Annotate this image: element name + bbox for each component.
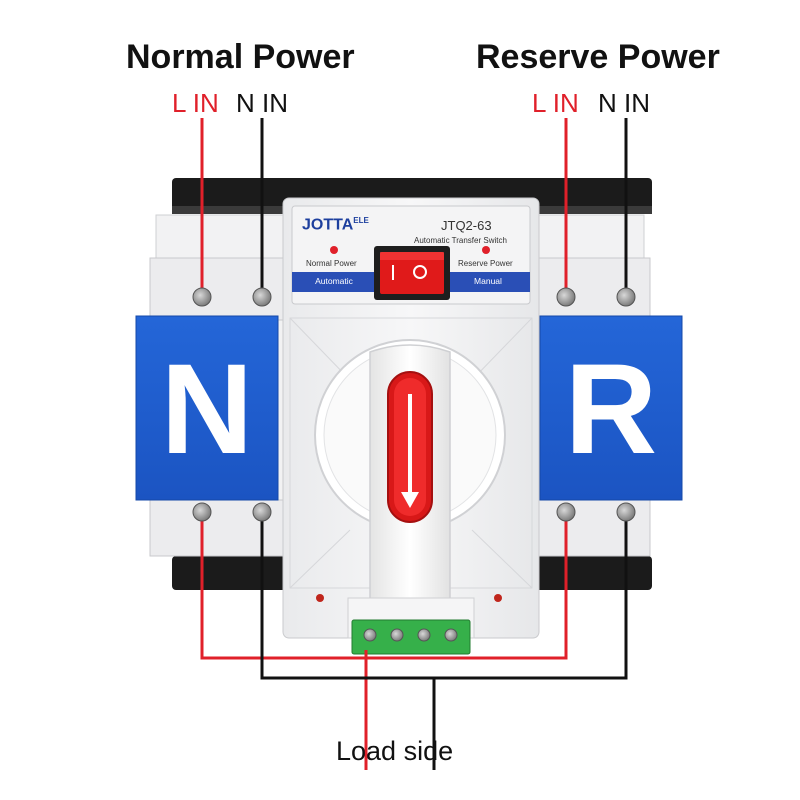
load-terminal-block — [347, 597, 475, 655]
status-led-left-icon — [316, 594, 324, 602]
mode-manual-label: Manual — [474, 276, 502, 286]
top-screws — [192, 287, 636, 307]
indicator-normal-label: Normal Power — [306, 259, 357, 268]
normal-live-label: L IN — [172, 88, 219, 118]
load-side-label: Load side — [336, 736, 454, 766]
reserve-neutral-label: N IN — [598, 88, 650, 118]
reserve-power-title: Reserve Power — [476, 38, 720, 76]
normal-power-title: Normal Power — [126, 38, 355, 76]
normal-power-led-icon — [330, 246, 338, 254]
wire-live-bus — [200, 512, 568, 660]
r-plate-background — [539, 315, 683, 501]
wire-neutral-bus — [260, 512, 628, 680]
r-plate-letter: R — [564, 338, 658, 481]
model-number: JTQ2-63 — [441, 218, 492, 233]
reserve-live-label: L IN — [532, 88, 579, 118]
n-plate-letter: N — [160, 338, 254, 481]
reserve-power-led-icon — [482, 246, 490, 254]
rocker-switch[interactable] — [374, 246, 450, 300]
device-description: Automatic Transfer Switch — [414, 236, 507, 245]
rotary-handle[interactable] — [314, 339, 506, 606]
indicator-reserve-label: Reserve Power — [458, 259, 513, 268]
brand-logo: JOTTAELE — [302, 216, 369, 234]
normal-neutral-label: N IN — [236, 88, 288, 118]
bottom-screws — [192, 502, 636, 522]
n-plate-background — [135, 315, 279, 501]
mode-automatic-label: Automatic — [315, 276, 353, 286]
status-led-right-icon — [494, 594, 502, 602]
wires — [200, 118, 628, 770]
